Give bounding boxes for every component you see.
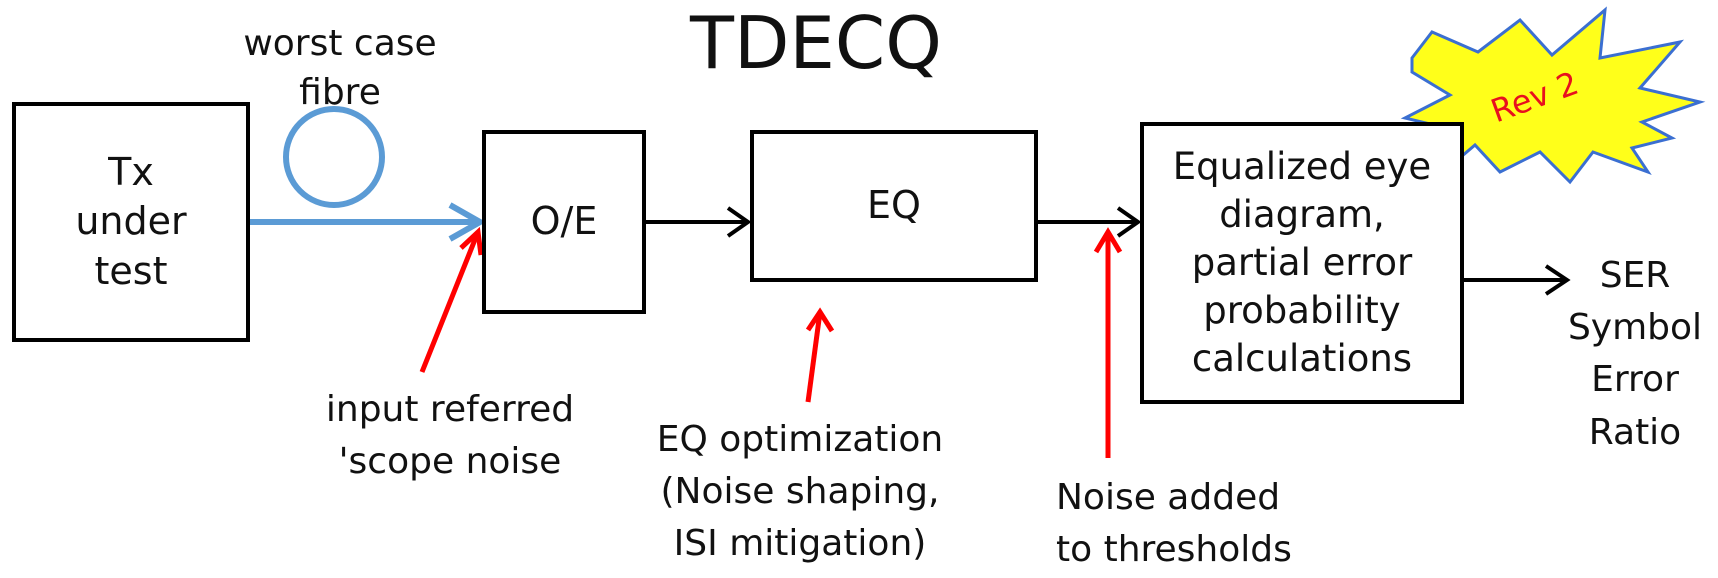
oe-block-label: O/E — [530, 199, 598, 244]
eye-block-label: Equalized eye diagram, partial error pro… — [1172, 144, 1432, 381]
tx-block-label: Tx under test — [75, 149, 187, 293]
rev-badge: Rev 2 — [1400, 6, 1706, 185]
threshold-noise-arrow — [1093, 227, 1123, 458]
eq-block-label: EQ — [867, 183, 921, 228]
threshold-noise-annotation: Noise added to thresholds — [1056, 477, 1292, 571]
signal-arrow-eq-eye — [1036, 206, 1142, 238]
eq-block: EQ — [750, 130, 1038, 282]
fibre-arrowhead-icon — [448, 202, 487, 242]
signal-arrow-eye-ser — [1462, 264, 1571, 296]
eq-optimization-annotation: EQ optimization (Noise shaping, ISI miti… — [656, 419, 944, 565]
scope-noise-arrow — [419, 226, 484, 373]
fibre-loop-icon — [283, 106, 385, 208]
eq-optimization-arrow — [805, 307, 835, 403]
fibre-path — [250, 106, 487, 242]
ser-output-label: SER Symbol Error Ratio — [1567, 255, 1703, 453]
signal-arrow-oe-eq — [646, 206, 752, 238]
scope-noise-annotation: input referred 'scope noise — [325, 389, 575, 483]
tx-under-test-block: Tx under test — [12, 102, 250, 342]
diagram-title: TDECQ — [690, 1, 942, 85]
equalized-eye-block: Equalized eye diagram, partial error pro… — [1140, 122, 1464, 404]
fibre-label: worst case fibre — [243, 23, 437, 113]
oe-block: O/E — [482, 130, 646, 314]
